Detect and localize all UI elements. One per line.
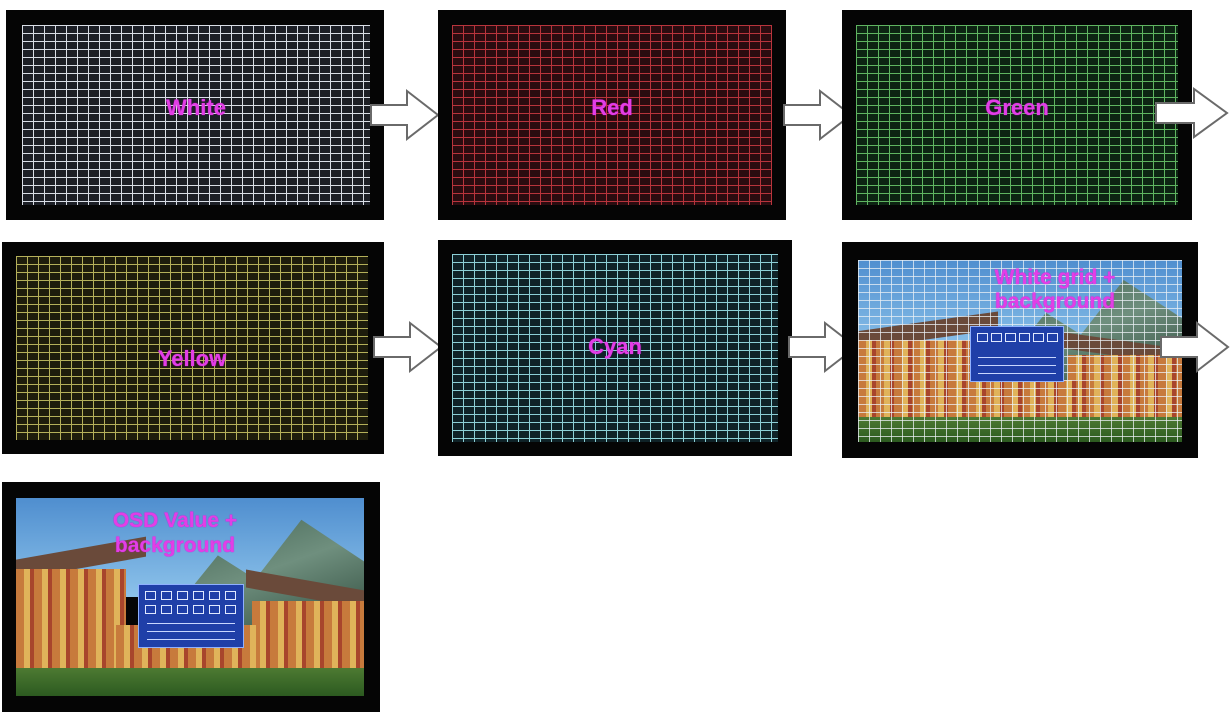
label-line-2: background [114,534,236,557]
monitor-panel-cyan: Cyan [438,240,792,456]
panel-label-grid-background: White grid + background [928,266,1182,314]
yellow-grid-screen: Yellow [16,256,368,440]
label-line-2: background [994,290,1116,313]
monitor-panel-osd-background: OSD Value + background [2,482,380,712]
panel-label-red: Red [591,95,633,120]
right-arrow-icon [788,320,858,374]
osd-menu [970,326,1064,382]
white-grid-screen: White [22,25,370,205]
right-arrow-icon [373,320,443,374]
right-arrow-icon [1160,320,1230,374]
panel-label-yellow: Yellow [157,346,227,371]
right-arrow-icon [1155,87,1229,139]
monitor-panel-red: Red [438,10,786,220]
osd-menu [138,584,244,648]
panel-label-green: Green [985,95,1049,120]
osd-background-screen: OSD Value + background [16,498,364,696]
monitor-panel-yellow: Yellow [2,242,384,454]
right-arrow-icon [783,88,853,142]
monitor-panel-green: Green [842,10,1192,220]
panel-label-osd-background: OSD Value + background [16,508,334,558]
monitor-panel-grid-background: White grid + background [842,242,1198,458]
right-arrow-icon [370,88,440,142]
grid-background-screen: White grid + background [858,260,1182,442]
panel-label-white: White [166,95,226,120]
label-line-1: OSD Value + [112,509,238,532]
red-grid-screen: Red [452,25,772,205]
cyan-grid-screen: Cyan [452,254,778,442]
monitor-panel-white: White [6,10,384,220]
green-grid-screen: Green [856,25,1178,205]
panel-label-cyan: Cyan [588,334,642,359]
label-line-1: White grid + [994,266,1116,289]
